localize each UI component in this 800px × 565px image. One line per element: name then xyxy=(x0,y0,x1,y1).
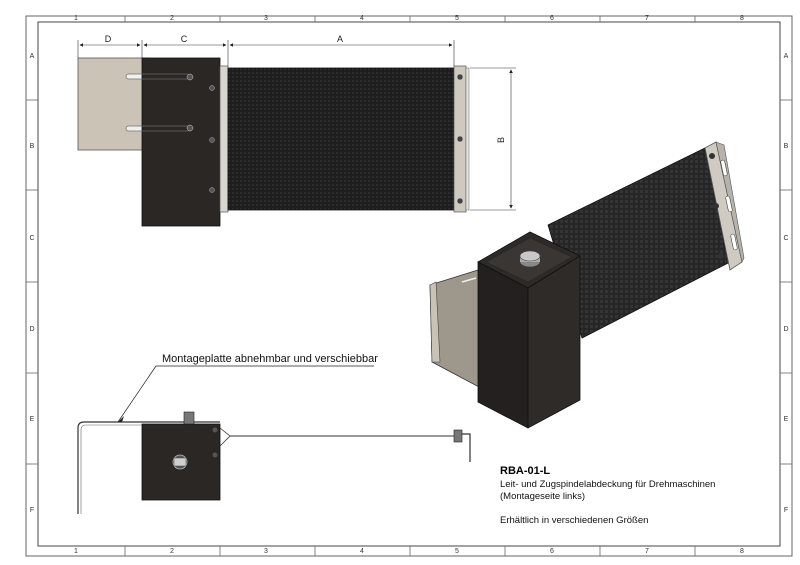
grid-col-labels-bottom: 1 2 3 4 5 6 7 8 xyxy=(74,548,744,555)
callout-text: Montageplatte abnehmbar und verschiebbar xyxy=(162,353,378,365)
row-label: F xyxy=(784,507,788,514)
col-label: 7 xyxy=(645,548,649,555)
row-label: D xyxy=(29,326,34,333)
side-view xyxy=(77,411,471,514)
row-label: A xyxy=(784,53,789,60)
col-label: 1 xyxy=(74,548,78,555)
col-label: 4 xyxy=(360,15,364,22)
side-end-block xyxy=(453,429,463,443)
isometric-view xyxy=(429,141,745,429)
screw-icon xyxy=(209,137,215,143)
iso-knob-top xyxy=(519,250,541,262)
col-label: 5 xyxy=(455,548,459,555)
side-bracket xyxy=(77,421,220,514)
callout: Montageplatte abnehmbar und verschiebbar xyxy=(117,353,378,423)
screw-icon xyxy=(718,253,724,259)
dim-label-d: D xyxy=(105,34,112,44)
part-number: RBA-01-L xyxy=(500,465,550,477)
description-line-2: (Montageseite links) xyxy=(500,491,585,502)
screw-icon xyxy=(212,452,218,458)
screw-icon xyxy=(709,153,715,159)
col-label: 8 xyxy=(740,548,744,555)
screw-icon xyxy=(212,427,218,433)
col-label: 6 xyxy=(550,15,554,22)
callout-leader xyxy=(117,365,157,423)
row-label: E xyxy=(30,416,35,423)
row-label: B xyxy=(784,143,789,150)
availability-note: Erhältlich in verschiedenen Größen xyxy=(500,515,648,526)
row-label: C xyxy=(783,235,788,242)
row-label: F xyxy=(30,507,34,514)
top-view xyxy=(77,57,470,227)
iso-housing-front xyxy=(477,261,529,429)
screw-icon xyxy=(186,124,194,132)
dim-label-b: B xyxy=(496,137,506,143)
dim-label-a: A xyxy=(337,34,343,44)
col-label: 2 xyxy=(170,548,174,555)
title-block: RBA-01-L Leit- und Zugspindelabdeckung f… xyxy=(500,465,715,526)
grid-col-labels-top: 1 2 3 4 5 6 7 8 xyxy=(74,15,744,22)
col-label: 2 xyxy=(170,15,174,22)
side-knob xyxy=(183,411,195,425)
iso-slot xyxy=(725,195,733,213)
row-label: C xyxy=(29,235,34,242)
col-label: 3 xyxy=(264,548,268,555)
col-label: 1 xyxy=(74,15,78,22)
inner-frame xyxy=(37,21,781,547)
screw-icon xyxy=(209,85,215,91)
screw-icon xyxy=(713,203,719,209)
side-bracket-inner xyxy=(80,424,142,514)
iso-plate-slot xyxy=(461,277,477,283)
dim-label-c: C xyxy=(181,34,188,44)
dimensions xyxy=(77,40,516,211)
col-label: 7 xyxy=(645,15,649,22)
description-line-1: Leit- und Zugspindelabdeckung für Drehma… xyxy=(500,479,715,490)
screw-icon xyxy=(209,187,215,193)
housing xyxy=(141,57,221,227)
col-label: 3 xyxy=(264,15,268,22)
callout-arrow-icon xyxy=(118,416,124,422)
screw-icon xyxy=(456,73,464,81)
row-label: D xyxy=(783,326,788,333)
end-plate-left xyxy=(219,65,229,213)
row-label: A xyxy=(30,53,35,60)
side-bolt-head xyxy=(173,457,187,467)
col-label: 4 xyxy=(360,548,364,555)
bellows xyxy=(227,67,455,211)
iso-slot xyxy=(730,233,738,251)
side-end-bracket xyxy=(462,433,471,462)
grid-row-labels-right: A B C D E F xyxy=(783,53,788,514)
iso-housing-side xyxy=(527,255,581,429)
grid-ticks xyxy=(26,16,792,556)
col-label: 6 xyxy=(550,548,554,555)
col-label: 5 xyxy=(455,15,459,22)
iso-slot xyxy=(720,159,728,177)
iso-plate-edge xyxy=(429,281,441,363)
screw-icon xyxy=(456,197,464,205)
mounting-plate xyxy=(77,57,151,151)
col-label: 8 xyxy=(740,15,744,22)
grid-row-labels-left: A B C D E F xyxy=(29,53,34,514)
row-label: E xyxy=(784,416,789,423)
flange xyxy=(465,67,470,211)
row-label: B xyxy=(30,143,35,150)
screw-icon xyxy=(456,135,464,143)
screw-icon xyxy=(186,73,194,81)
